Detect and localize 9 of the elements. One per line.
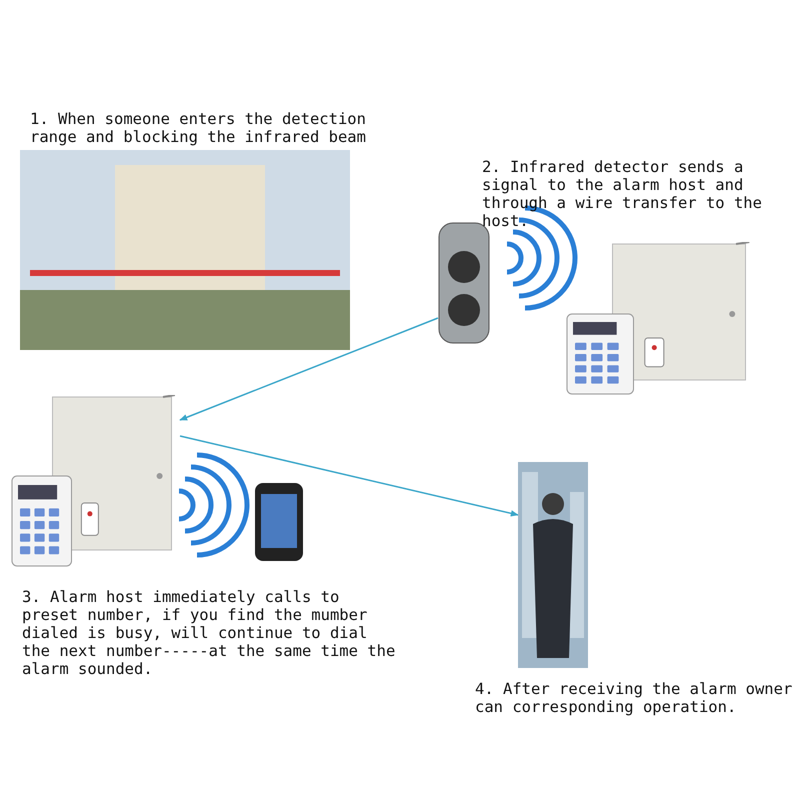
step-caption: 2. Infrared detector sends a signal to the alarm host and through a wire transfer to the host. (482, 158, 763, 230)
mobile-phone-picture (254, 482, 304, 562)
step-caption: 3. Alarm host immediately calls to preset number, if you find the mumber dialed is busy, will continue to dial the next number-----at the same time the alarm sounded. (22, 588, 396, 678)
step-caption: 4. After receiving the alarm owner can corresponding operation. (475, 680, 794, 716)
person-photo (518, 462, 588, 668)
arrow (179, 317, 438, 421)
house-photo (20, 150, 350, 350)
arrow (180, 435, 519, 516)
step-caption: 1. When someone enters the detection range and blocking the infrared beam (30, 110, 367, 146)
